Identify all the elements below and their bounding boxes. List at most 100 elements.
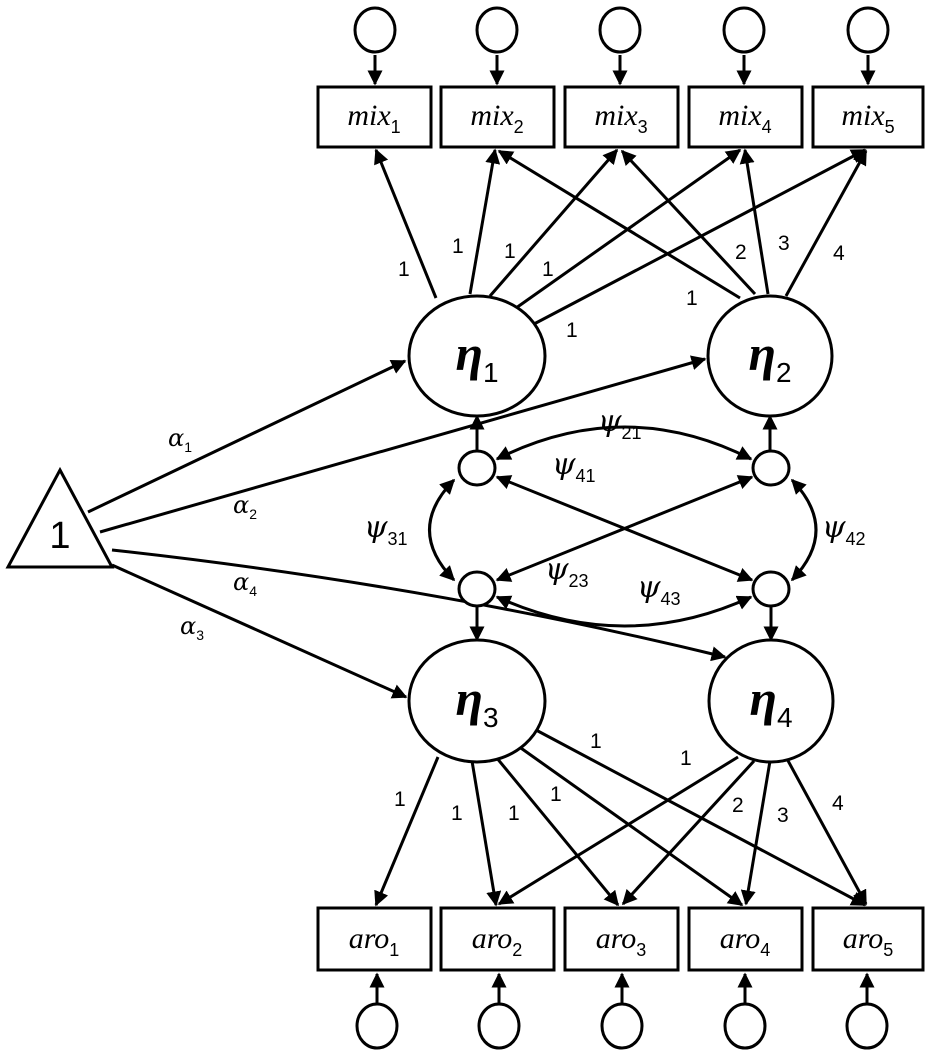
disturbance-circle-2 [751,449,791,487]
loading-label-eta4-aro4: 3 [777,804,789,827]
psi21-label: ψ21 [598,404,642,443]
alpha3-label: α3 [180,612,204,643]
loading-eta3-aro1 [374,756,440,907]
loading-label-eta1-mix5: 1 [566,319,578,342]
error-circle-mix2 [475,6,519,54]
aro5-label: aro5 [843,922,894,960]
latent-eta2 [706,294,834,418]
mix5-label: mix5 [841,99,894,137]
disturbance-circle-1 [457,449,497,487]
psi31-label: ψ31 [364,510,408,549]
error-circle-mix5 [846,6,890,54]
top-loading-labels: 1 1 1 1 1 1 2 3 4 [398,232,845,342]
mix2-label: mix2 [470,99,523,137]
aro4-label: aro4 [720,922,771,960]
latent-eta4 [707,638,835,764]
box-aro3 [563,906,680,972]
loading-label-eta3-aro1: 1 [394,788,406,811]
intercept-triangle [5,466,115,569]
alpha1-label: α1 [168,424,192,455]
covariance-psi23 [495,475,754,582]
error-circle-mix3 [598,6,642,54]
loading-label-eta2-mix3: 3 [778,232,790,255]
mean-path-eta1 [87,359,407,514]
aro3-label: aro3 [596,922,647,960]
covariance-psi31 [428,478,456,582]
loading-label-eta1-mix2: 1 [452,235,464,258]
loading-label-eta1-mix3: 1 [504,240,516,263]
loading-label-eta3-aro2: 1 [451,802,463,825]
loading-label-eta4-aro3: 2 [732,794,744,817]
loading-label-eta3-aro5: 1 [590,730,602,753]
loading-label-eta2-mix4: 4 [833,242,845,265]
aro1-label: aro1 [349,922,400,960]
loading-eta3-aro2 [470,760,502,907]
box-aro4 [687,906,804,972]
aro-indicator-boxes [316,906,925,972]
covariance-labels: ψ21 ψ41 ψ31 ψ42 ψ23 ψ43 [364,404,866,609]
eta1-label: η1 [455,325,498,388]
psi41-label: ψ41 [552,447,596,486]
loading-eta1-mix3 [488,148,619,297]
mix-error-circles [353,6,890,54]
loading-eta4-aro2 [497,755,739,906]
loading-label-eta4-aro2: 1 [680,747,692,770]
loading-eta2-mix2 [620,149,757,296]
loading-eta3-aro3 [494,756,620,907]
error-circle-aro1 [355,1002,399,1050]
covariance-psi43 [495,595,753,628]
aro2-label: aro2 [472,922,523,960]
disturbance-circle-4 [751,570,791,608]
error-circle-aro5 [845,1002,889,1050]
latent-eta3 [407,638,547,764]
aro-labels: aro1 aro2 aro3 aro4 aro5 [349,922,894,960]
loading-eta2-mix1 [497,149,741,300]
alpha2-label: α2 [233,491,257,522]
eta4-label: η4 [749,670,792,733]
bottom-loading-labels: 1 1 1 1 1 1 2 3 4 [394,730,844,827]
eta3-label: η3 [455,670,498,733]
error-circle-aro2 [477,1002,521,1050]
loading-eta2-mix4 [784,149,868,297]
box-mix2 [439,85,556,149]
mix-indicator-boxes [316,85,925,149]
box-aro2 [439,906,556,972]
disturbance-circles [457,449,791,608]
loading-label-eta3-aro3: 1 [508,802,520,825]
covariance-psi42 [790,478,818,582]
box-mix3 [563,85,680,149]
box-aro1 [316,906,433,972]
psi42-label: ψ42 [822,510,866,549]
loading-eta4-aro3 [621,759,756,906]
latent-eta1 [407,294,547,418]
paths [87,55,876,1003]
mix1-label: mix1 [347,99,400,137]
loading-label-eta1-mix4: 1 [542,258,554,281]
error-circle-mix4 [722,6,766,54]
mix4-label: mix4 [718,99,771,137]
mix3-label: mix3 [594,99,647,137]
loading-label-eta2-mix1: 1 [686,287,698,310]
eta2-label: η2 [748,325,791,388]
covariance-psi21 [495,425,753,461]
mix-labels: mix1 mix2 mix3 mix4 mix5 [347,99,894,137]
mean-path-eta4 [111,548,727,662]
loading-eta1-mix1 [374,148,438,299]
disturbance-circle-3 [457,570,497,608]
error-circle-aro4 [723,1002,767,1050]
error-circle-aro3 [600,1002,644,1050]
loading-label-eta1-mix1: 1 [398,258,410,281]
mean-path-eta2 [99,355,707,534]
loading-eta1-mix2 [468,148,501,295]
loading-label-eta2-mix2: 2 [735,241,747,264]
loading-eta1-mix5 [533,148,867,326]
loading-eta4-aro4 [740,760,772,906]
latent-factors [407,294,835,764]
loading-eta4-aro5 [784,756,868,906]
loading-label-eta4-aro5: 4 [832,792,844,815]
mean-path-eta3 [111,563,408,699]
box-aro5 [811,906,925,972]
aro-error-circles [355,1002,889,1050]
loading-label-eta3-aro4: 1 [550,783,562,806]
